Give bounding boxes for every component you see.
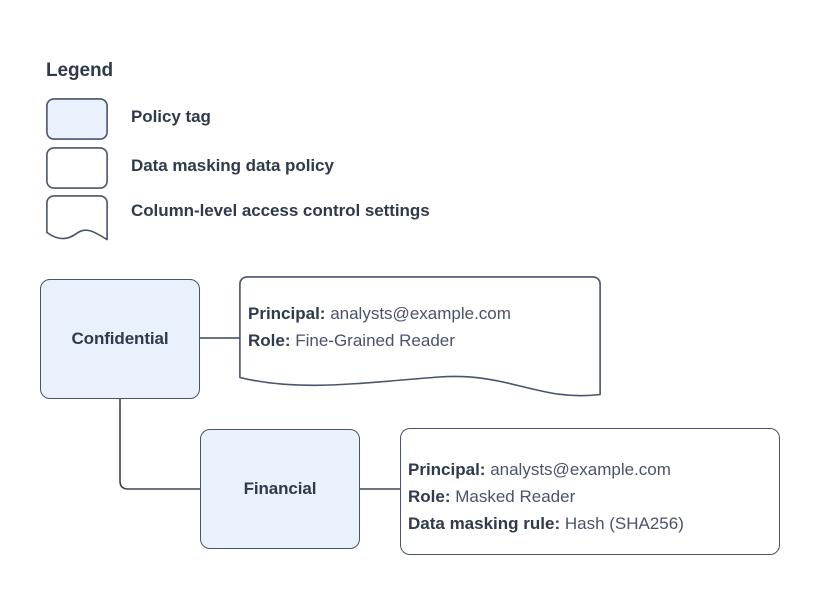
legend-label-column-access-settings: Column-level access control settings <box>131 201 430 220</box>
data-masking-policy-card[interactable]: Principal: analysts@example.com Role: Ma… <box>400 428 780 555</box>
masking-rule-value: Hash (SHA256) <box>560 514 684 533</box>
data-masking-policy-text: Principal: analysts@example.com Role: Ma… <box>408 456 684 537</box>
masking-rule-line: Data masking rule: Hash (SHA256) <box>408 510 684 537</box>
masking-principal-line: Principal: analysts@example.com <box>408 456 684 483</box>
masking-principal-label: Principal: <box>408 460 486 479</box>
node-label-financial: Financial <box>243 479 317 498</box>
data-masking-policy-swatch-icon <box>46 147 108 189</box>
policy-tag-node-confidential[interactable]: Confidential <box>40 279 200 399</box>
column-access-principal-line: Principal: analysts@example.com <box>248 300 511 327</box>
masking-principal-value: analysts@example.com <box>485 460 671 479</box>
masking-role-value: Masked Reader <box>450 487 576 506</box>
column-access-role-line: Role: Fine-Grained Reader <box>248 327 511 354</box>
legend-label-policy-tag: Policy tag <box>131 107 211 126</box>
connector-confidential-to-financial <box>119 399 200 490</box>
policy-tag-node-financial[interactable]: Financial <box>200 429 360 549</box>
column-access-principal-label: Principal: <box>248 304 326 323</box>
masking-role-label: Role: <box>408 487 451 506</box>
column-access-role-value: Fine-Grained Reader <box>290 331 455 350</box>
masking-role-line: Role: Masked Reader <box>408 483 684 510</box>
masking-rule-label: Data masking rule: <box>408 514 561 533</box>
column-access-settings-card[interactable]: Principal: analysts@example.com Role: Fi… <box>239 276 601 400</box>
document-shape-outline-icon <box>239 276 601 397</box>
legend-title: Legend <box>46 60 113 81</box>
node-label-confidential: Confidential <box>71 329 169 348</box>
column-access-role-label: Role: <box>248 331 291 350</box>
column-access-settings-text: Principal: analysts@example.com Role: Fi… <box>248 300 511 354</box>
column-access-principal-value: analysts@example.com <box>325 304 511 323</box>
column-access-settings-swatch-icon <box>46 195 108 243</box>
legend-label-data-masking-policy: Data masking data policy <box>131 156 334 175</box>
policy-tag-swatch-icon <box>46 98 108 140</box>
